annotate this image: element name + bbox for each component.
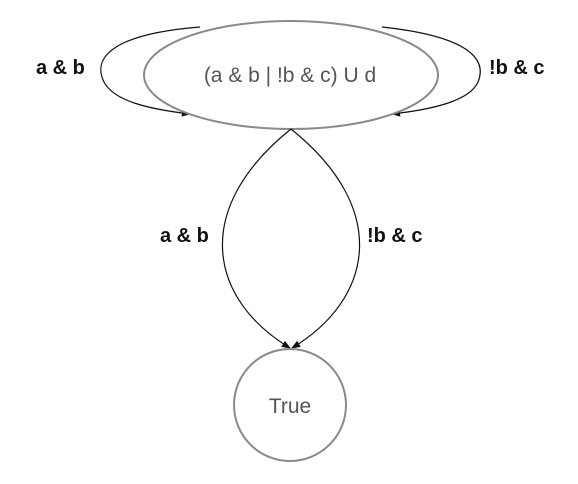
self-loop-left-path [100,26,201,117]
self-loop-left: a & b [36,26,201,117]
self-loop-right: !b & c [381,26,545,117]
state-true: True [233,348,347,462]
self-loop-right-label: !b & c [489,57,545,79]
edge-initial-to-true-right-label: !b & c [367,225,423,247]
edge-initial-to-true-left-path [222,128,292,349]
self-loop-right-path [381,26,481,117]
self-loop-left-label: a & b [36,57,85,79]
state-initial: (a & b | !b & c) U d [143,20,439,130]
state-true-label: True [269,395,311,418]
edge-initial-to-true-left-label: a & b [160,225,209,247]
state-initial-label: (a & b | !b & c) U d [204,64,376,87]
state-true-circle [233,348,347,462]
edge-initial-to-true-right-path [290,128,360,349]
edge-initial-to-true-left: a & b [160,128,292,349]
edge-initial-to-true-right: !b & c [290,128,423,349]
